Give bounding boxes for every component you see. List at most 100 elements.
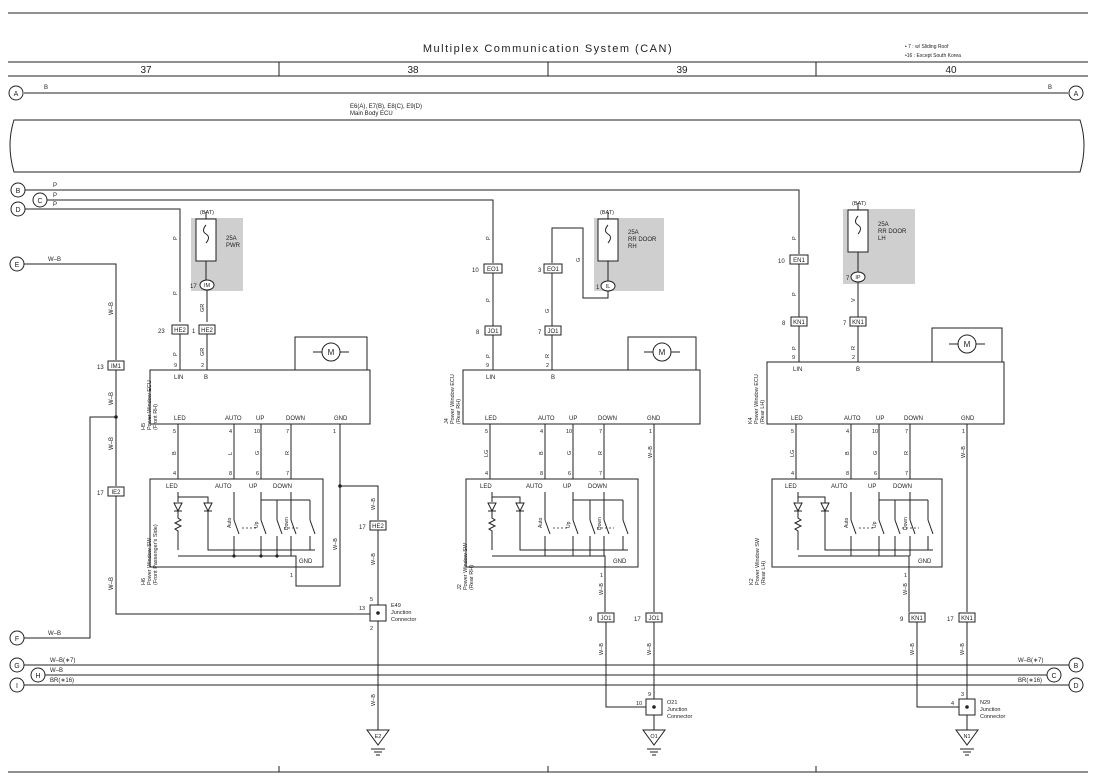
svg-text:10: 10 — [472, 268, 479, 274]
svg-text:8: 8 — [540, 471, 543, 477]
svg-text:GND: GND — [647, 416, 661, 422]
svg-text:B: B — [551, 375, 555, 381]
svg-text:W–B: W–B — [371, 553, 377, 565]
power-window-sw-rear-lh — [771, 478, 943, 568]
svg-text:7: 7 — [905, 471, 908, 477]
svg-text:7: 7 — [538, 330, 542, 336]
svg-text:W–B: W–B — [960, 643, 966, 655]
svg-text:25A: 25A — [878, 222, 889, 228]
svg-text:(BAT): (BAT) — [852, 201, 866, 207]
svg-text:R: R — [545, 354, 551, 358]
svg-text:DOWN: DOWN — [286, 416, 305, 422]
column-37: 37 — [140, 65, 152, 76]
svg-text:N1: N1 — [963, 734, 970, 740]
svg-text:LG: LG — [484, 450, 490, 457]
svg-text:UP: UP — [249, 484, 257, 490]
svg-text:N29: N29 — [980, 700, 990, 706]
svg-text:6: 6 — [568, 471, 571, 477]
svg-text:W–B: W–B — [647, 643, 653, 655]
svg-text:13: 13 — [359, 606, 365, 612]
svg-text:1: 1 — [904, 573, 907, 579]
svg-text:2: 2 — [201, 363, 204, 369]
svg-text:Auto: Auto — [538, 517, 544, 528]
svg-text:GR: GR — [200, 304, 206, 312]
column-40: 40 — [945, 65, 957, 76]
svg-text:GND: GND — [961, 416, 975, 422]
svg-text:KN1: KN1 — [852, 320, 864, 326]
svg-text:G: G — [576, 258, 582, 262]
svg-text:A: A — [1074, 91, 1079, 98]
svg-text:W–B(∗7): W–B(∗7) — [1018, 658, 1043, 664]
svg-text:3: 3 — [961, 692, 964, 698]
svg-text:DOWN: DOWN — [598, 416, 617, 422]
svg-text:IP: IP — [855, 275, 861, 281]
svg-text:Down: Down — [597, 517, 603, 530]
svg-text:(Rear RH): (Rear RH) — [469, 565, 475, 590]
svg-text:K4: K4 — [748, 417, 754, 424]
svg-text:W–B: W–B — [109, 437, 115, 450]
main-body-ecu-outline — [9, 119, 1085, 173]
svg-text:IM: IM — [204, 283, 211, 289]
svg-text:Power Window SW: Power Window SW — [755, 537, 761, 585]
column-38: 38 — [407, 65, 419, 76]
svg-text:J2: J2 — [457, 584, 463, 590]
connector-kn1-7 — [849, 316, 867, 327]
svg-text:B: B — [1048, 85, 1052, 91]
svg-text:1: 1 — [596, 285, 600, 291]
svg-text:KN1: KN1 — [911, 616, 923, 622]
svg-text:DOWN: DOWN — [893, 484, 912, 490]
svg-text:1: 1 — [600, 573, 603, 579]
svg-text:GND: GND — [613, 559, 627, 565]
svg-text:LED: LED — [791, 416, 803, 422]
svg-text:2: 2 — [546, 363, 549, 369]
svg-text:J4: J4 — [444, 418, 450, 424]
power-window-ecu-rear-lh — [766, 361, 1005, 425]
svg-text:GND: GND — [299, 559, 313, 565]
svg-text:UP: UP — [876, 416, 884, 422]
svg-text:P: P — [792, 346, 798, 350]
ground-n1 — [955, 729, 979, 746]
svg-text:KN1: KN1 — [793, 320, 805, 326]
svg-text:B: B — [845, 451, 851, 455]
svg-text:B: B — [16, 188, 21, 195]
diagram-title: Multiplex Communication System (CAN) — [423, 43, 673, 55]
svg-text:LED: LED — [785, 484, 797, 490]
power-window-ecu-front-rh — [149, 369, 371, 425]
svg-text:10: 10 — [636, 701, 642, 707]
svg-text:Power Window SW: Power Window SW — [147, 537, 153, 585]
svg-text:10: 10 — [566, 429, 572, 435]
svg-text:B: B — [44, 85, 48, 91]
svg-text:7: 7 — [905, 429, 908, 435]
svg-text:17: 17 — [190, 284, 197, 290]
svg-text:9: 9 — [174, 363, 177, 369]
svg-text:P: P — [486, 298, 492, 302]
svg-text:O21: O21 — [667, 700, 677, 706]
note-south-korea: •16 : Except South Korea — [905, 53, 961, 59]
svg-text:1: 1 — [192, 329, 196, 335]
wire-b-to-en1 — [25, 189, 800, 254]
svg-text:W–B: W–B — [371, 694, 377, 706]
svg-text:H: H — [35, 673, 40, 680]
svg-text:7: 7 — [843, 321, 847, 327]
svg-text:9: 9 — [589, 617, 593, 623]
svg-text:M: M — [659, 348, 666, 357]
svg-text:W–B(∗7): W–B(∗7) — [50, 658, 75, 664]
svg-text:LED: LED — [174, 416, 186, 422]
svg-text:8: 8 — [229, 471, 232, 477]
svg-text:RR DOOR: RR DOOR — [628, 237, 657, 243]
svg-text:AUTO: AUTO — [526, 484, 543, 490]
svg-text:Up: Up — [566, 521, 572, 528]
svg-text:E2: E2 — [375, 734, 382, 740]
svg-text:AUTO: AUTO — [844, 416, 861, 422]
svg-text:DOWN: DOWN — [273, 484, 292, 490]
svg-text:17: 17 — [359, 525, 366, 531]
svg-text:BR(∗16): BR(∗16) — [50, 678, 74, 684]
svg-text:K2: K2 — [749, 578, 755, 585]
wire-c-to-eo1 — [47, 199, 494, 263]
svg-text:P: P — [486, 236, 492, 240]
svg-text:LG: LG — [790, 450, 796, 457]
main-body-ecu-name: Main Body ECU — [350, 111, 393, 117]
svg-text:B: B — [856, 367, 860, 373]
svg-text:(Front RH): (Front RH) — [153, 404, 159, 430]
